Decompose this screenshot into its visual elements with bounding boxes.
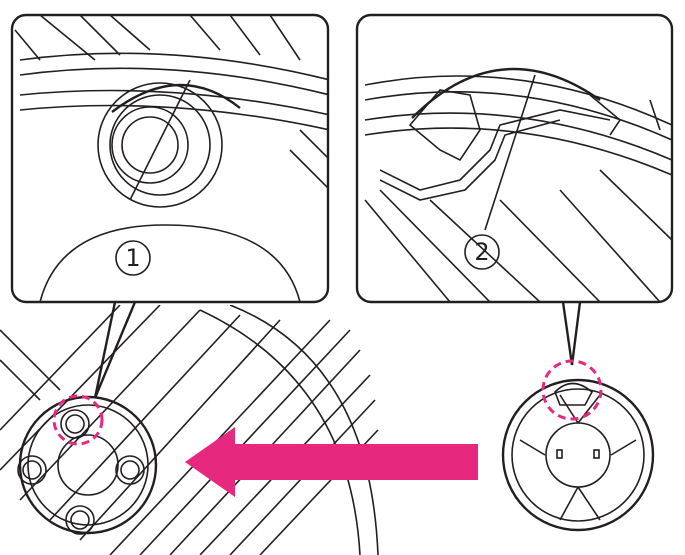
callout-number-2: 2: [474, 238, 489, 266]
left-arrow-icon: [185, 427, 478, 497]
callout-number-2-circle: [464, 234, 500, 270]
callout-box-1: 1: [10, 13, 330, 399]
callout-number-1: 1: [125, 244, 140, 272]
housing-background: [0, 305, 379, 555]
callout-box-2: 2: [355, 13, 674, 366]
mounting-cap-left: [17, 395, 158, 535]
mounting-cap-right: [501, 378, 655, 532]
callout-number-1-circle: [115, 240, 151, 276]
highlight-circle-1: [52, 394, 104, 446]
highlight-circle-2: [541, 359, 603, 421]
